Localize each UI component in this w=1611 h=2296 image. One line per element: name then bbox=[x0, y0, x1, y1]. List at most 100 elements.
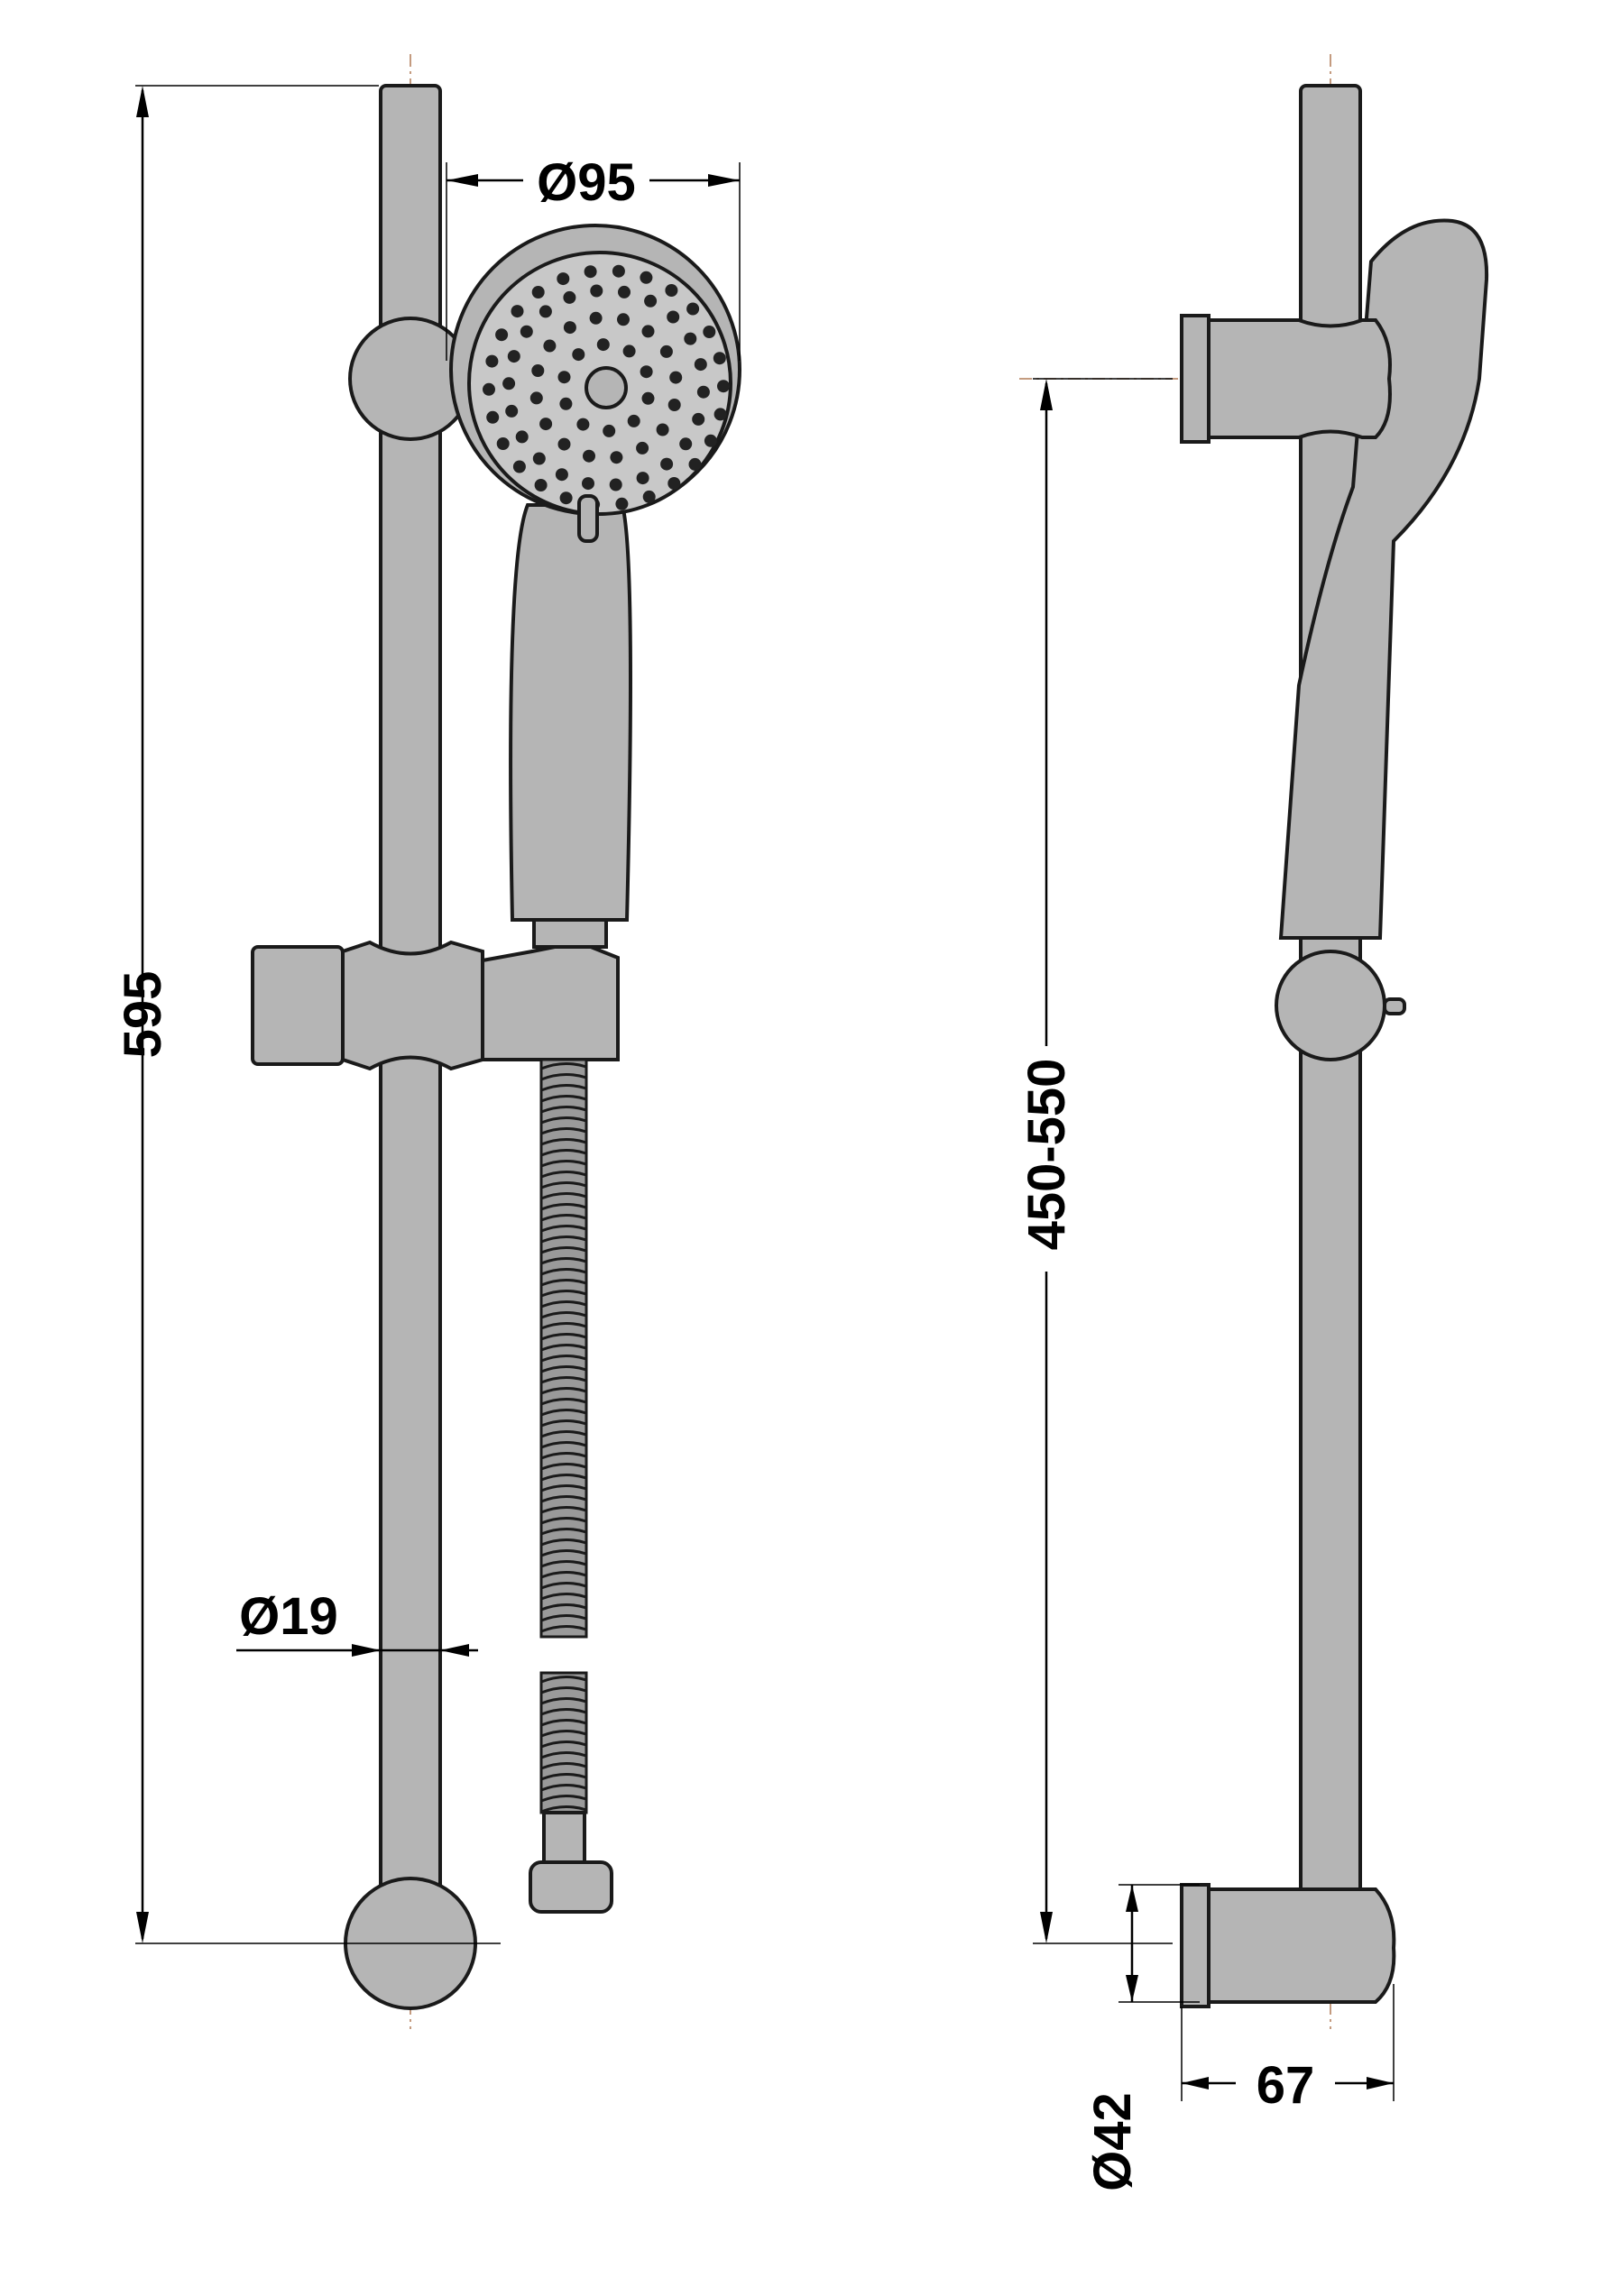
hose-coil bbox=[540, 1246, 587, 1254]
side-view: 450-550 Ø42 67 bbox=[1017, 54, 1489, 2191]
spray-nozzle bbox=[665, 284, 678, 297]
hose-coil bbox=[540, 1181, 587, 1189]
spray-nozzle bbox=[667, 310, 680, 324]
side-bottom-bracket-plate bbox=[1180, 1883, 1211, 2008]
arrow-67-right bbox=[1367, 2077, 1394, 2089]
spray-nozzle bbox=[555, 468, 568, 482]
spray-nozzle bbox=[641, 325, 655, 338]
hose-coil bbox=[540, 1625, 587, 1633]
side-top-bracket-arm bbox=[1207, 318, 1392, 439]
spray-nozzle bbox=[583, 449, 595, 463]
spray-nozzle bbox=[656, 423, 669, 436]
handshower-handle bbox=[509, 503, 632, 922]
spray-nozzle bbox=[717, 380, 730, 393]
hose-coil bbox=[540, 1582, 587, 1590]
hose-coil bbox=[540, 1719, 587, 1727]
hose-coil bbox=[540, 1697, 587, 1705]
hose-coil bbox=[540, 1452, 587, 1460]
spray-nozzle bbox=[688, 457, 702, 471]
spray-nozzle bbox=[531, 364, 545, 377]
side-top-bracket-plate bbox=[1180, 314, 1211, 444]
arrow-up bbox=[136, 86, 149, 117]
spray-nozzle bbox=[532, 452, 546, 465]
hose-coil bbox=[540, 1333, 587, 1341]
spray-nozzle bbox=[615, 497, 629, 510]
spray-nozzle bbox=[529, 391, 543, 405]
front-view: 595 Ø95 Ø19 bbox=[114, 54, 741, 2029]
spray-nozzle bbox=[617, 313, 630, 326]
spray-nozzle bbox=[534, 479, 548, 491]
hose-coil bbox=[540, 1095, 587, 1103]
spray-nozzle bbox=[589, 311, 603, 325]
hose-coil bbox=[540, 1062, 587, 1070]
spray-nozzle bbox=[694, 358, 707, 372]
hose-coil bbox=[540, 1355, 587, 1363]
spray-nozzle bbox=[703, 326, 716, 338]
arrow-42-down bbox=[1126, 1975, 1138, 2002]
hose-coil bbox=[540, 1084, 587, 1092]
hose-coil bbox=[540, 1484, 587, 1492]
slider-holder-cradle bbox=[481, 945, 620, 1061]
spray-center-button bbox=[585, 366, 628, 409]
hose-coil bbox=[540, 1149, 587, 1157]
spray-nozzle bbox=[486, 410, 500, 424]
hose-coil bbox=[540, 1225, 587, 1233]
spray-nozzle bbox=[543, 339, 557, 353]
spray-nozzle bbox=[667, 399, 681, 411]
arrow-down-2 bbox=[1040, 1912, 1053, 1943]
spray-nozzle bbox=[636, 472, 649, 485]
spray-nozzle bbox=[505, 404, 519, 418]
spray-nozzle bbox=[576, 418, 590, 431]
spray-nozzle bbox=[669, 371, 683, 384]
hose-coil bbox=[540, 1138, 587, 1146]
hose-coil bbox=[540, 1409, 587, 1417]
spray-nozzle bbox=[563, 290, 576, 304]
hose-coil bbox=[540, 1398, 587, 1406]
hose-coil bbox=[540, 1762, 587, 1770]
spray-nozzle bbox=[512, 460, 526, 473]
hose-coil bbox=[540, 1300, 587, 1309]
spray-nozzle bbox=[609, 478, 622, 491]
shower-hose-end bbox=[539, 1671, 588, 1814]
spray-nozzle bbox=[667, 477, 681, 490]
hose-coil bbox=[540, 1740, 587, 1749]
spray-nozzle bbox=[495, 328, 509, 342]
hose-ferrule bbox=[542, 1811, 586, 1864]
slider-holder-grip bbox=[251, 945, 345, 1066]
hose-coil bbox=[540, 1549, 587, 1557]
hose-coil bbox=[540, 1322, 587, 1330]
hose-coil bbox=[540, 1311, 587, 1319]
hose-nut bbox=[529, 1860, 613, 1914]
dim-text-mask bbox=[1019, 1046, 1073, 1272]
slider-holder-body bbox=[341, 940, 484, 1071]
hose-coil bbox=[540, 1571, 587, 1579]
hose-coil bbox=[540, 1376, 587, 1384]
dim-height-range: 450-550 bbox=[1017, 1059, 1076, 1251]
spray-nozzle bbox=[531, 286, 545, 298]
hose-coil bbox=[540, 1506, 587, 1514]
spray-nozzle bbox=[704, 434, 717, 447]
arrow-19-left bbox=[352, 1644, 381, 1657]
spray-nozzle bbox=[612, 264, 625, 278]
spray-nozzle bbox=[622, 344, 636, 358]
arrow-left bbox=[446, 174, 478, 187]
dim-rail-diameter: Ø19 bbox=[239, 1587, 338, 1646]
hose-coil bbox=[540, 1214, 587, 1222]
hose-coil bbox=[540, 1387, 587, 1395]
spray-nozzle bbox=[572, 348, 585, 362]
spray-selector-tab bbox=[577, 494, 599, 543]
dim-total-length: 595 bbox=[114, 971, 172, 1059]
spray-nozzle bbox=[641, 391, 655, 405]
spray-nozzle bbox=[515, 430, 529, 444]
hose-coil bbox=[540, 1073, 587, 1081]
hose-coil bbox=[540, 1528, 587, 1536]
spray-nozzle bbox=[603, 424, 616, 437]
hose-coil bbox=[540, 1257, 587, 1265]
spray-nozzle bbox=[696, 385, 710, 399]
hose-coil bbox=[540, 1171, 587, 1179]
spray-nozzle bbox=[636, 441, 649, 455]
spray-nozzle bbox=[642, 490, 656, 503]
hose-coil bbox=[540, 1560, 587, 1568]
spray-nozzle bbox=[563, 321, 576, 335]
